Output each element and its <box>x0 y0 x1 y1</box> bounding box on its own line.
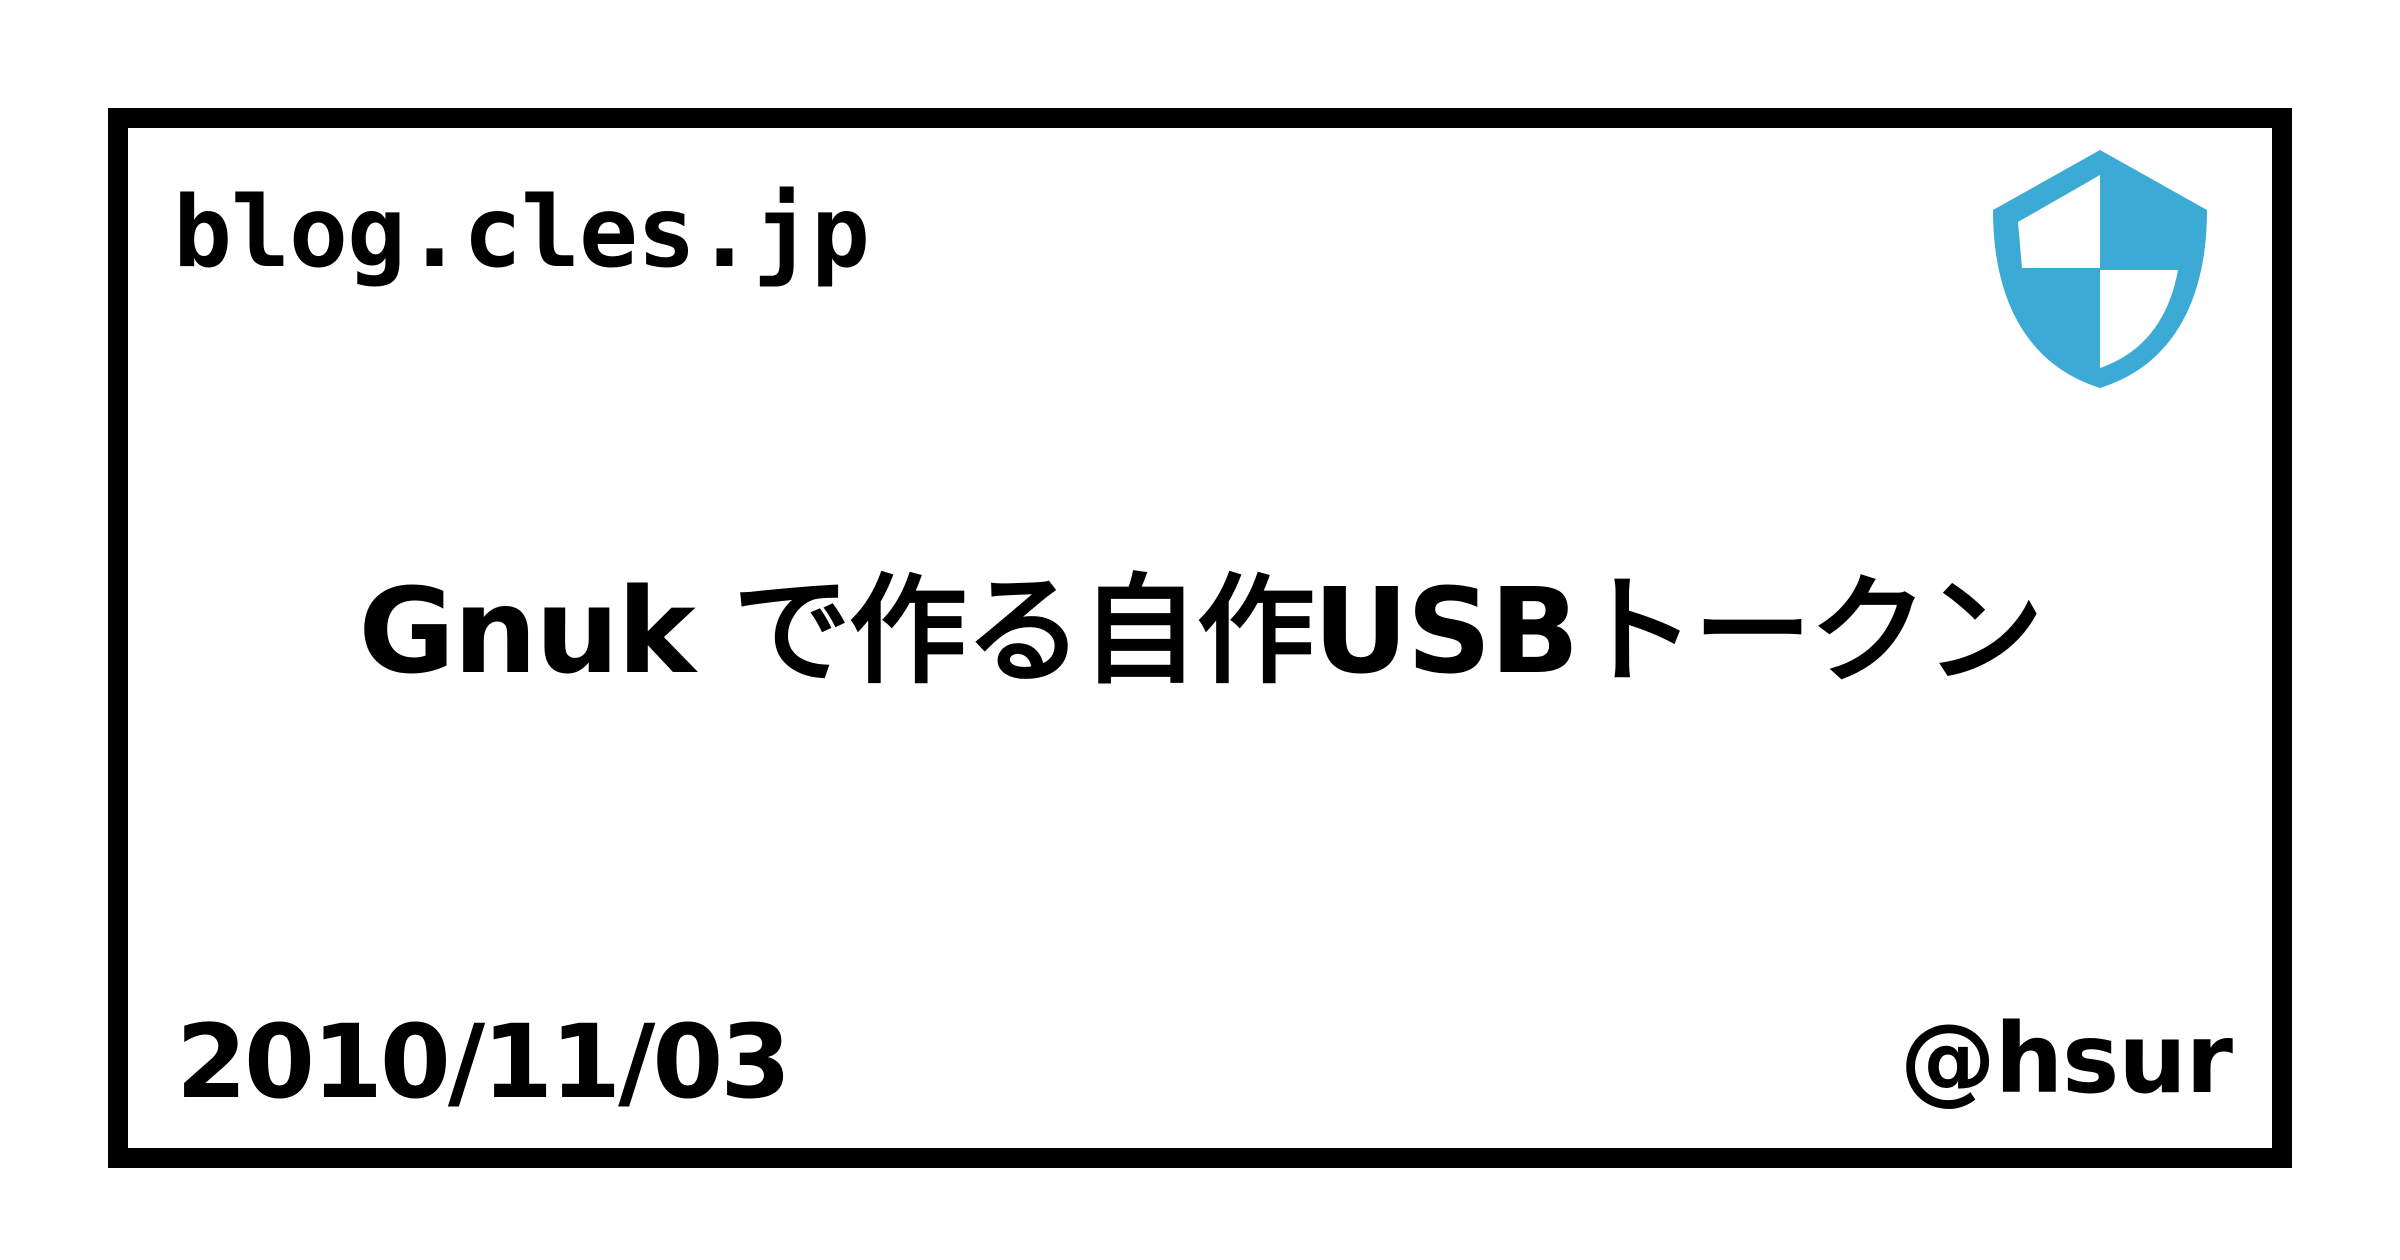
author-handle: @hsur <box>1899 1003 2233 1115</box>
article-title: Gnuk で作る自作USBトークン <box>358 562 2043 700</box>
site-name: blog.cles.jp <box>173 176 870 290</box>
title-card-frame <box>108 108 2292 1168</box>
shield-icon <box>1993 150 2207 388</box>
publish-date: 2010/11/03 <box>176 1003 791 1122</box>
